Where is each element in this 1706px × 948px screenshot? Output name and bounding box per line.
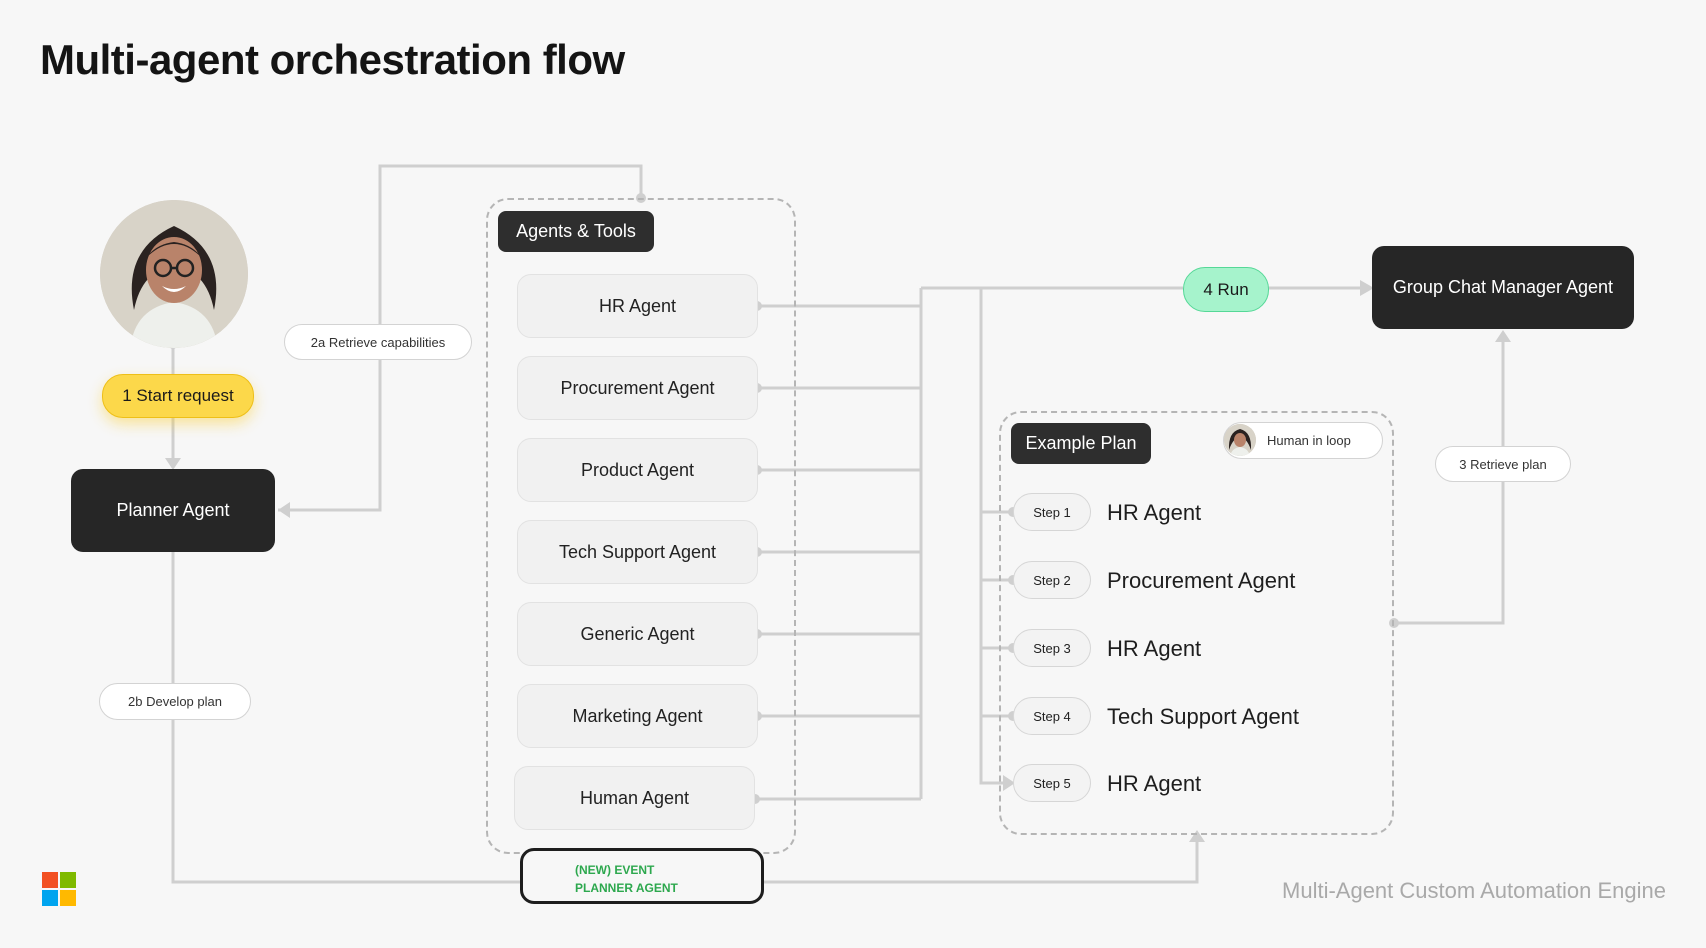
plan-step-5-agent: HR Agent — [1107, 771, 1202, 796]
plan-step-2[interactable]: Step 2 — [1013, 561, 1091, 599]
microsoft-logo-icon — [42, 872, 76, 906]
example-plan-heading: Example Plan — [1011, 423, 1151, 464]
develop-plan-label: 2b Develop plan — [99, 683, 251, 720]
plan-step-5[interactable]: Step 5 — [1013, 764, 1091, 802]
retrieve-capabilities-label: 2a Retrieve capabilities — [284, 324, 472, 360]
plan-step-4-agent: Tech Support Agent — [1107, 704, 1300, 729]
agent-tech-support[interactable]: Tech Support Agent — [517, 520, 758, 584]
run-step: 4 Run — [1183, 267, 1269, 312]
event-line-1: (NEW) EVENT — [575, 863, 655, 877]
planner-agent-node[interactable]: Planner Agent — [71, 469, 275, 552]
agent-generic[interactable]: Generic Agent — [517, 602, 758, 666]
agent-marketing[interactable]: Marketing Agent — [517, 684, 758, 748]
human-avatar-icon — [1224, 424, 1256, 456]
plan-step-1[interactable]: Step 1 — [1013, 493, 1091, 531]
agent-hr[interactable]: HR Agent — [517, 274, 758, 338]
agent-product[interactable]: Product Agent — [517, 438, 758, 502]
retrieve-plan-label: 3 Retrieve plan — [1435, 446, 1571, 482]
footer-product-name: Multi-Agent Custom Automation Engine — [1282, 878, 1666, 903]
example-plan-container — [999, 411, 1394, 835]
plan-step-2-agent: Procurement Agent — [1107, 568, 1296, 593]
plan-step-4[interactable]: Step 4 — [1013, 697, 1091, 735]
human-in-loop-label: Human in loop — [1267, 433, 1351, 448]
page-title: Multi-agent orchestration flow — [40, 36, 625, 83]
user-avatar — [100, 200, 248, 348]
plan-step-1-agent: HR Agent — [1107, 500, 1202, 525]
plan-step-3[interactable]: Step 3 — [1013, 629, 1091, 667]
new-event-planner-box — [520, 848, 764, 904]
agent-procurement[interactable]: Procurement Agent — [517, 356, 758, 420]
group-chat-manager-node[interactable]: Group Chat Manager Agent — [1372, 246, 1634, 329]
event-line-2: PLANNER AGENT — [575, 881, 678, 895]
agents-tools-heading: Agents & Tools — [498, 211, 654, 252]
agent-human[interactable]: Human Agent — [514, 766, 755, 830]
plan-step-3-agent: HR Agent — [1107, 636, 1202, 661]
start-request-step: 1 Start request — [102, 374, 254, 418]
